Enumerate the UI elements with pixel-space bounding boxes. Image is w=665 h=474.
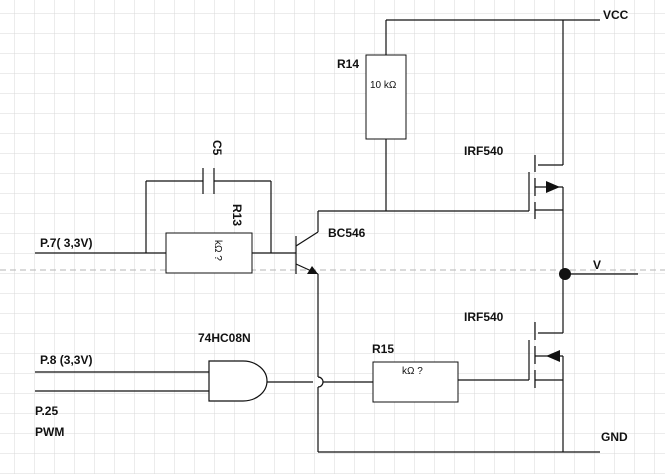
mosfet-top[interactable] <box>528 155 563 219</box>
r15-value: kΩ ? <box>402 366 423 377</box>
p7-label: P.7( 3,3V) <box>40 236 92 250</box>
collector-wire <box>317 210 529 232</box>
r14-resistor[interactable] <box>365 54 407 211</box>
pwm-label: PWM <box>35 425 64 439</box>
c5-label: C5 <box>210 140 224 156</box>
p8-label: P.8 (3,3V) <box>40 353 92 367</box>
r13-resistor[interactable] <box>165 232 253 274</box>
output-label: V <box>593 258 601 272</box>
bjt-label: BC546 <box>328 226 366 240</box>
mosfet-bottom[interactable] <box>528 322 564 452</box>
r14-value: 10 kΩ <box>370 80 397 91</box>
r15-label: R15 <box>372 342 394 356</box>
r13-label: R13 <box>230 204 244 226</box>
and-gate-label: 74HC08N <box>198 331 251 345</box>
mosfet-top-label: IRF540 <box>464 144 504 158</box>
r14-label: R14 <box>337 57 359 71</box>
base-network <box>35 180 296 254</box>
vcc-rail <box>385 19 600 166</box>
output-node <box>559 187 638 333</box>
p25-label: P.25 <box>35 404 58 418</box>
gnd-label: GND <box>601 430 628 444</box>
and-gate-74hc08n[interactable] <box>35 360 373 402</box>
r13-value: kΩ ? <box>212 240 223 261</box>
mosfet-bottom-label: IRF540 <box>464 310 504 324</box>
r15-resistor[interactable] <box>372 361 529 403</box>
vcc-label: VCC <box>603 8 629 22</box>
bjt-bc546[interactable] <box>295 231 324 452</box>
c5-capacitor[interactable] <box>202 168 215 194</box>
